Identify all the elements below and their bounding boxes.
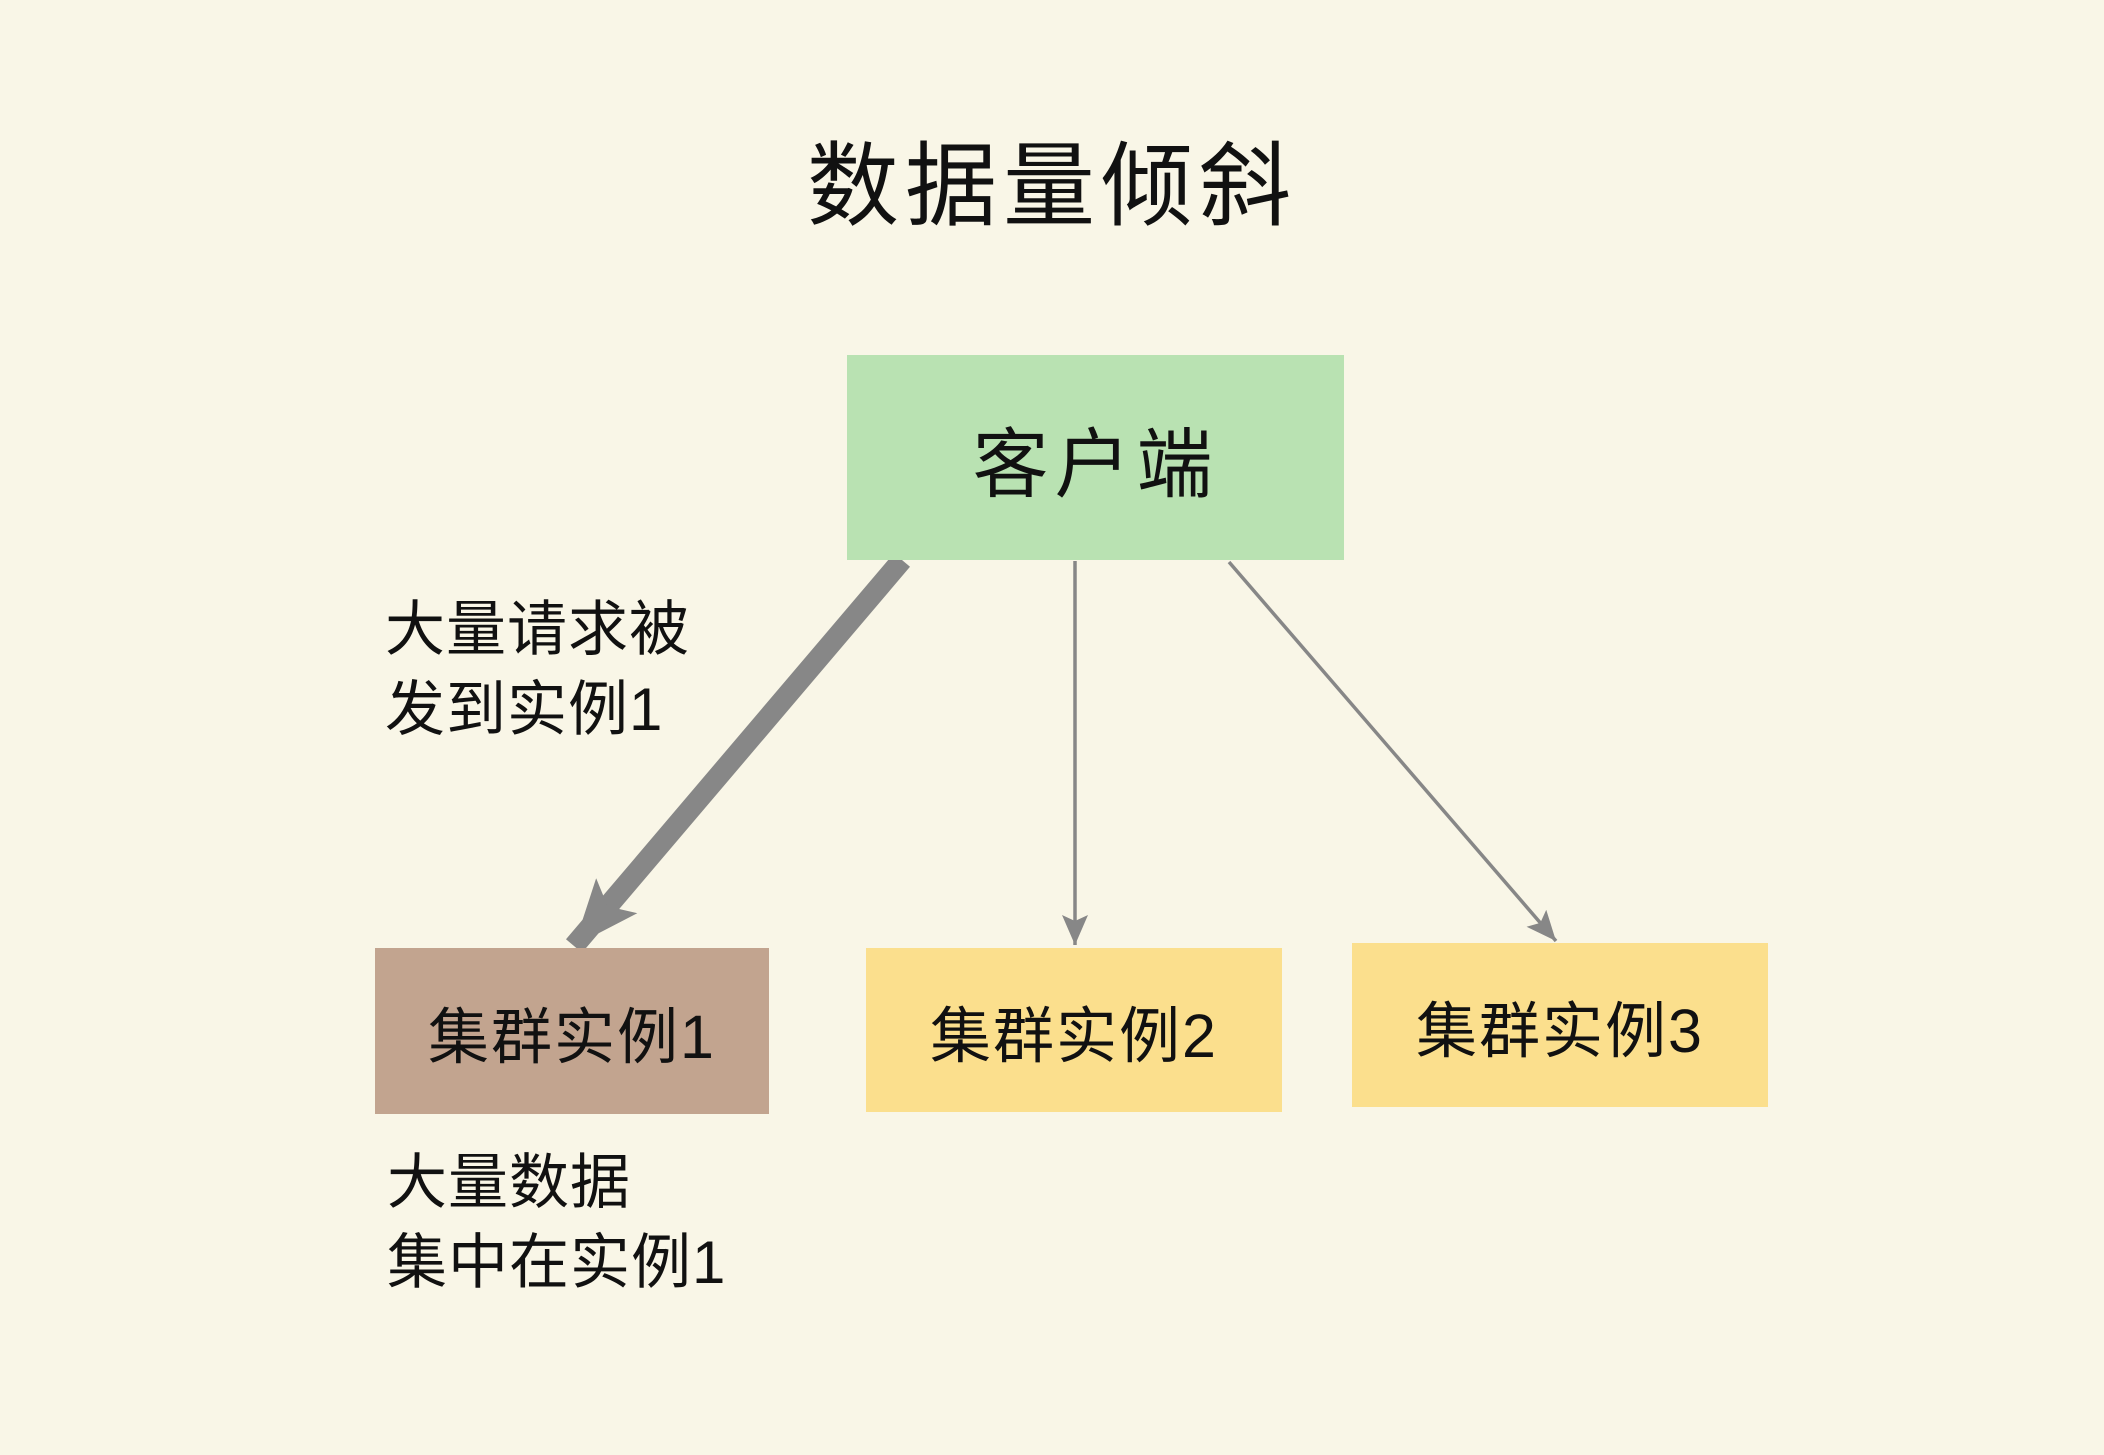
node-cluster-instance-2-label: 集群实例2: [930, 1001, 1218, 1070]
annotation-requests-to-instance1: 大量请求被 发到实例1: [385, 590, 690, 750]
annotation-requests-line1: 大量请求被: [385, 596, 690, 663]
arrow-client-to-instance3: [1227, 560, 1558, 943]
node-client-label: 客户端: [972, 422, 1219, 508]
node-client: 客户端: [847, 355, 1344, 560]
annotation-requests-line2: 发到实例1: [385, 676, 664, 743]
annotation-data-line1: 大量数据: [387, 1149, 631, 1216]
node-cluster-instance-3: 集群实例3: [1352, 943, 1768, 1107]
node-cluster-instance-2: 集群实例2: [866, 948, 1282, 1112]
node-cluster-instance-3-label: 集群实例3: [1416, 996, 1704, 1065]
node-cluster-instance-1: 集群实例1: [375, 948, 769, 1114]
node-cluster-instance-1-label: 集群实例1: [428, 1002, 716, 1071]
diagram-title: 数据量倾斜: [806, 136, 1297, 238]
annotation-data-line2: 集中在实例1: [387, 1229, 727, 1296]
annotation-data-on-instance1: 大量数据 集中在实例1: [387, 1143, 726, 1303]
